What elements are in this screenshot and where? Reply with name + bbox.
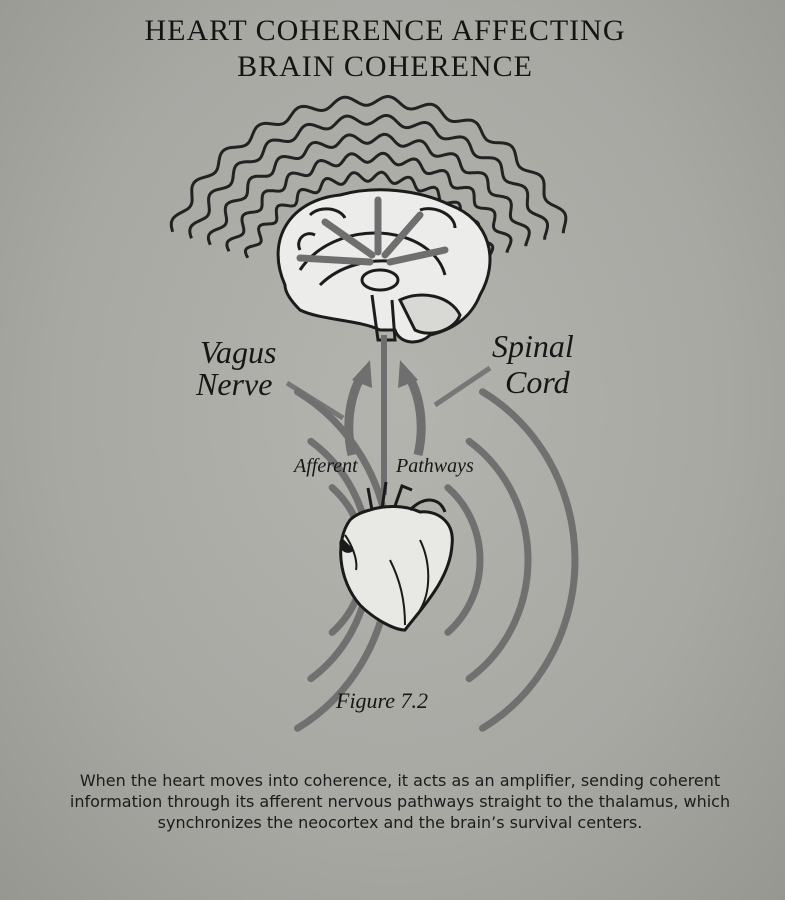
- vagus-nerve-label-line1: Vagus: [200, 334, 277, 370]
- figure-caption: When the heart moves into coherence, it …: [0, 770, 785, 833]
- heart-field-arc: [479, 388, 579, 732]
- vagus-nerve-label-line2: Nerve: [196, 366, 273, 402]
- caption-line: synchronizes the neocortex and the brain…: [157, 813, 643, 832]
- diagram-title-line1: HEART COHERENCE AFFECTING: [144, 14, 626, 47]
- caption-line: information through its afferent nervous…: [69, 792, 731, 811]
- pathways-label: Pathways: [396, 455, 474, 477]
- spinal-cord-label-line1: Spinal: [492, 328, 574, 364]
- brain-icon: [276, 188, 492, 344]
- brain-wave-line: [169, 95, 568, 234]
- brain-waves: [169, 95, 568, 260]
- brain-wave-line: [225, 151, 513, 254]
- afferent-label: Afferent: [294, 455, 358, 477]
- figure-number: Figure 7.2: [336, 688, 429, 713]
- heart-field-arc: [465, 437, 532, 683]
- spinal-cord-label-line2: Cord: [505, 364, 570, 400]
- spinal-pointer-line: [433, 365, 492, 408]
- brain-radiating-arrows: [296, 196, 449, 266]
- brain-wave-line: [206, 132, 531, 247]
- caption-line: When the heart moves into coherence, it …: [79, 771, 721, 790]
- heart-icon: [339, 481, 454, 632]
- heart-field-arc: [444, 484, 484, 636]
- brain-wave-line: [188, 114, 549, 240]
- afferent-arrows: [344, 360, 426, 457]
- diagram-title-line2: BRAIN COHERENCE: [237, 50, 533, 83]
